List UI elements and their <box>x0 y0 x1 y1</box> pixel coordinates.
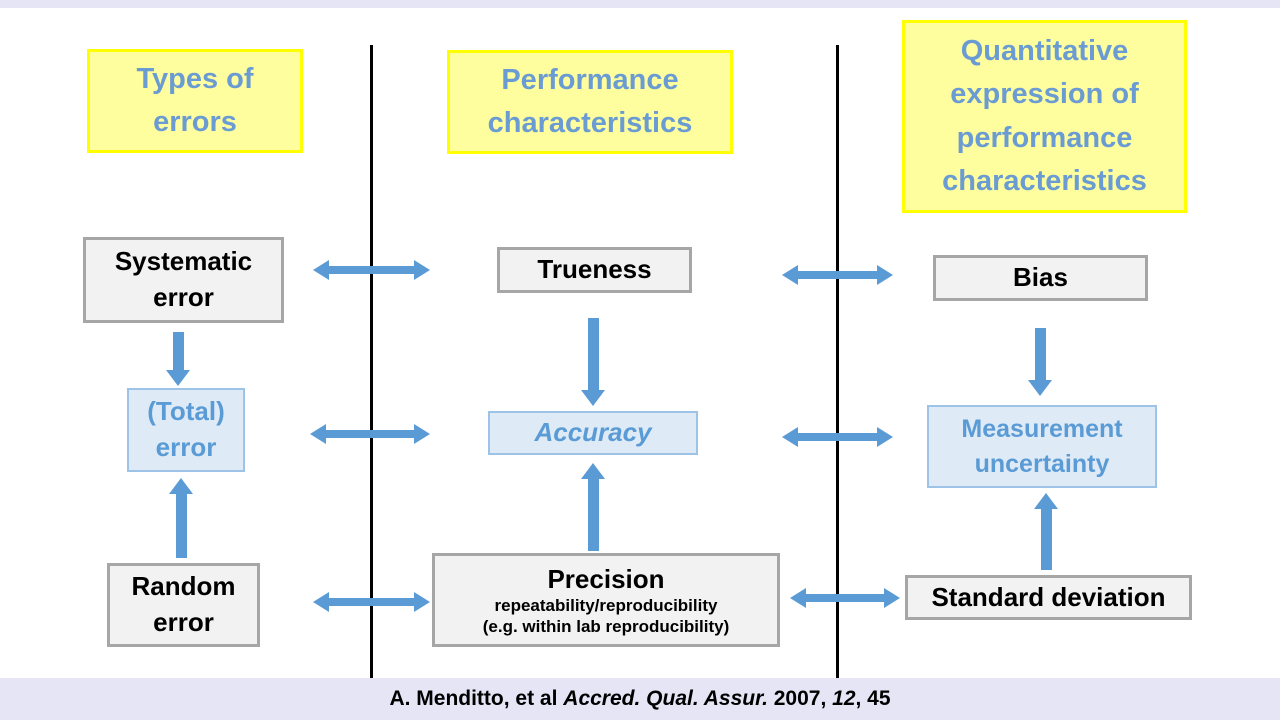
arrow-down-head-icon <box>581 390 605 406</box>
arrow-left-head-icon <box>790 588 806 608</box>
arrow-trueness-bias <box>782 265 893 285</box>
citation-text: A. Menditto, et al Accred. Qual. Assur. … <box>389 687 890 711</box>
box-trueness: Trueness <box>497 247 692 293</box>
arrow-up-head-icon <box>1034 493 1058 509</box>
arrow-right-head-icon <box>877 427 893 447</box>
header-performance-characteristics: Performance characteristics <box>447 50 733 154</box>
arrow-accuracy-uncertainty <box>782 427 893 447</box>
divider-line-left <box>370 45 373 678</box>
arrow-up-head-icon <box>581 463 605 479</box>
precision-subtitle-2: (e.g. within lab reproducibility) <box>482 617 730 636</box>
box-measurement-uncertainty: Measurement uncertainty <box>927 405 1157 488</box>
arrow-down-head-icon <box>166 370 190 386</box>
box-precision: Precision repeatability/reproducibility … <box>432 553 780 647</box>
arrow-right-head-icon <box>877 265 893 285</box>
citation-page: , 45 <box>855 687 891 710</box>
citation-strip: A. Menditto, et al Accred. Qual. Assur. … <box>0 678 1280 720</box>
arrow-precision-stddev <box>790 588 900 608</box>
citation-authors: A. Menditto, et al <box>389 687 564 710</box>
arrow-down-head-icon <box>1028 380 1052 396</box>
box-standard-deviation: Standard deviation <box>905 575 1192 620</box>
arrow-bias-to-uncertainty <box>1028 328 1052 396</box>
arrow-left-head-icon <box>310 424 326 444</box>
arrow-right-head-icon <box>414 424 430 444</box>
arrow-right-head-icon <box>414 260 430 280</box>
arrow-systematic-to-total <box>166 332 190 386</box>
header-types-of-errors: Types of errors <box>87 49 303 153</box>
arrow-left-head-icon <box>782 265 798 285</box>
precision-subtitle-1: repeatability/reproducibility <box>494 596 718 615</box>
box-total-error: (Total) error <box>127 388 245 472</box>
arrow-left-head-icon <box>782 427 798 447</box>
arrow-systematic-trueness <box>313 260 430 280</box>
arrow-stddev-to-uncertainty <box>1034 493 1058 570</box>
arrow-right-head-icon <box>884 588 900 608</box>
precision-title: Precision <box>547 564 665 594</box>
arrow-left-head-icon <box>313 260 329 280</box>
top-strip <box>0 0 1280 8</box>
citation-journal: Accred. Qual. Assur. <box>563 687 768 710</box>
box-random-error: Random error <box>107 563 260 647</box>
arrow-up-head-icon <box>169 478 193 494</box>
arrow-total-accuracy <box>310 424 430 444</box>
box-accuracy: Accuracy <box>488 411 698 455</box>
arrow-trueness-to-accuracy <box>581 318 605 406</box>
arrow-random-to-total <box>169 478 193 558</box>
citation-year: 2007, <box>767 687 833 710</box>
arrow-left-head-icon <box>313 592 329 612</box>
header-quantitative-expression: Quantitative expression of performance c… <box>902 20 1187 213</box>
box-systematic-error: Systematic error <box>83 237 284 323</box>
arrow-precision-to-accuracy <box>581 463 605 551</box>
arrow-random-precision <box>313 592 430 612</box>
box-bias: Bias <box>933 255 1148 301</box>
divider-line-right <box>836 45 839 678</box>
arrow-right-head-icon <box>414 592 430 612</box>
citation-volume: 12 <box>832 687 856 710</box>
